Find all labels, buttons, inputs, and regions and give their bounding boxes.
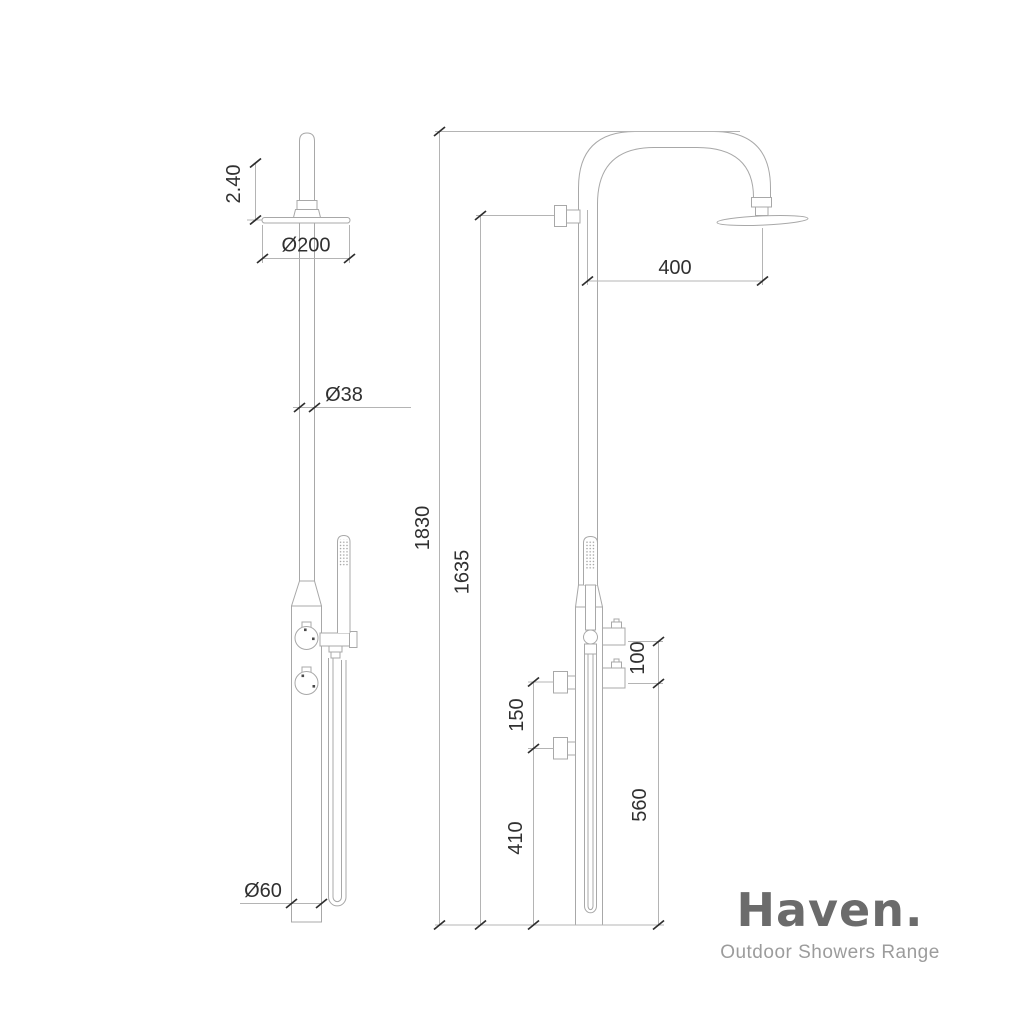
dim-body-diameter-label: Ø60 xyxy=(244,880,282,902)
hand-shower-side xyxy=(319,534,358,907)
dim-left-inlets: 150 410 xyxy=(505,676,554,931)
dim-head-thickness: 2.40 xyxy=(223,157,262,226)
shower-head-side xyxy=(261,217,351,224)
pole-top-side xyxy=(292,132,322,218)
brand-tagline: Outdoor Showers Range xyxy=(720,942,940,963)
wall-bracket xyxy=(554,205,581,227)
dim-total-height: 1830 xyxy=(412,126,740,931)
left-inlet-upper xyxy=(553,671,576,694)
dim-head-diameter: Ø200 xyxy=(256,225,356,264)
dim-left-inlet-height-label: 410 xyxy=(505,821,527,854)
body-side xyxy=(291,580,322,923)
dim-right-outlet-height-label: 560 xyxy=(629,788,651,821)
dim-head-diameter-label: Ø200 xyxy=(282,235,331,257)
dim-head-thickness-label: 2.40 xyxy=(223,165,245,204)
pole-side xyxy=(299,223,315,581)
dim-total-height-label: 1830 xyxy=(412,506,434,551)
brand-logo: Haven. Outdoor Showers Range xyxy=(700,887,960,964)
side-view: 2.40 Ø200 Ø38 Ø60 xyxy=(223,132,411,923)
upper-control-knob xyxy=(294,621,319,650)
dim-arm-reach: 400 xyxy=(581,210,769,287)
body-front xyxy=(575,584,603,926)
dim-arm-reach-label: 400 xyxy=(658,257,691,279)
arm-and-pole-front xyxy=(578,131,771,585)
left-inlet-lower xyxy=(553,737,576,760)
right-outlet-upper xyxy=(602,618,626,646)
front-view: 1830 1635 400 150 410 xyxy=(412,126,809,931)
shower-head-front xyxy=(716,197,809,227)
dim-body-diameter: Ø60 xyxy=(240,880,328,909)
dim-right-outlet-spacing-label: 100 xyxy=(627,641,649,674)
dim-wall-bracket-height: 1635 xyxy=(452,210,554,931)
dim-left-inlet-spacing-label: 150 xyxy=(506,698,528,731)
dim-pole-diameter-label: Ø38 xyxy=(325,384,363,406)
hand-shower-front xyxy=(583,535,598,914)
dim-pole-diameter: Ø38 xyxy=(293,384,411,413)
lower-control-knob xyxy=(294,666,319,695)
brand-name: Haven. xyxy=(736,883,924,937)
dim-wall-bracket-height-label: 1635 xyxy=(452,550,474,595)
right-outlet-lower xyxy=(602,658,626,689)
dim-right-outlets: 100 560 xyxy=(627,636,665,931)
